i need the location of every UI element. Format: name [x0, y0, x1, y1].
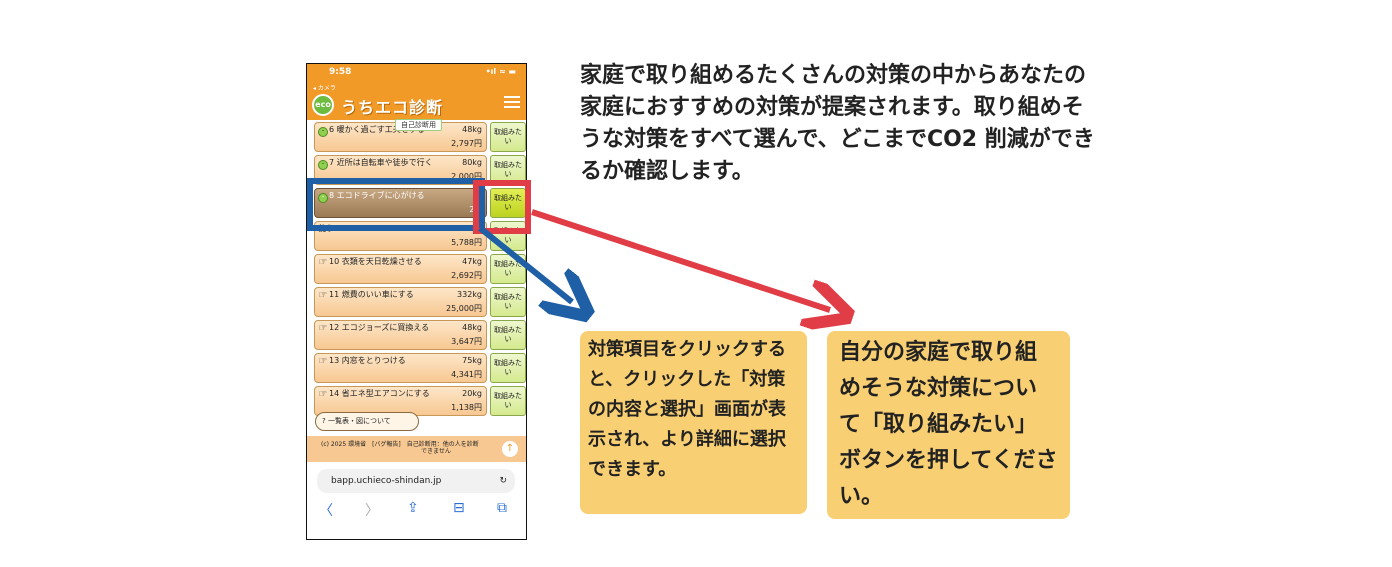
cost-saving: 2,000円: [451, 172, 482, 181]
try-button[interactable]: 取組みたい: [490, 353, 526, 383]
scroll-top-icon[interactable]: ↑: [502, 441, 518, 457]
url-bar[interactable]: bapp.uchieco-shindan.jp ↻: [317, 469, 515, 493]
reload-icon[interactable]: ↻: [499, 476, 507, 486]
app-title: うちエコ診断: [341, 98, 444, 117]
cost-saving: 25,000円: [446, 304, 482, 313]
smile-icon: ᵕ: [318, 127, 328, 137]
try-button[interactable]: 取組みたい: [490, 386, 526, 416]
measure-row: ☞12 エコジョーズに買換える 48kg 3,647円取組みたい: [310, 319, 526, 351]
cost-saving: 2,692円: [451, 271, 482, 280]
app-footer: (c) 2025 環境省 [バグ報告] 自己診断用：他の人を診断 できません ↑: [307, 436, 526, 462]
url-text: bapp.uchieco-shindan.jp: [331, 476, 442, 486]
footer-text-1: (c) 2025 環境省 [バグ報告] 自己診断用：他の人を診断: [321, 441, 479, 448]
selected-item-highlight: [307, 178, 485, 231]
co2-reduction: 48kg: [462, 125, 482, 134]
status-time: 9:58: [329, 67, 352, 77]
measure-name: 12 エコジョーズに買換える: [329, 323, 430, 332]
tabs-icon[interactable]: ⧉: [497, 500, 507, 516]
smile-icon: ᵕ: [318, 160, 328, 170]
measure-name: 8 エコドライブに心がける: [329, 191, 425, 200]
forward-icon[interactable]: 〉: [365, 503, 379, 519]
measure-name: 14 省エネ型エアコンにする: [329, 389, 430, 398]
eco-logo-icon: eco: [312, 94, 334, 116]
co2-reduction: 332kg: [457, 290, 482, 299]
self-diagnosis-tag: 自己診断用: [395, 119, 442, 131]
share-icon[interactable]: ⇪: [407, 500, 419, 516]
cost-saving: 3,647円: [451, 337, 482, 346]
callout-click-item: 対策項目をクリックすると、クリックした「対策の内容と選択」画面が表示され、より詳…: [580, 331, 807, 514]
measure-item[interactable]: ☞11 燃費のいい車にする 332kg 25,000円: [314, 287, 487, 317]
pointing-hand-icon: ☞: [318, 356, 328, 367]
measure-name: 7 近所は自転車や徒歩で行く: [329, 158, 433, 167]
try-button-highlight: [473, 180, 531, 234]
cost-saving: 4,341円: [451, 370, 482, 379]
status-bar: 9:58 •ıl ≈ ▬: [307, 64, 526, 82]
description-text: 家庭で取り組めるたくさんの対策の中からあなたの家庭におすすめの対策が提案されます…: [580, 63, 1095, 184]
pointing-hand-icon: ☞: [318, 257, 328, 268]
measure-name: 13 内窓をとりつける: [329, 356, 406, 365]
cost-saving: 2,797円: [451, 139, 482, 148]
try-button[interactable]: 取組みたい: [490, 320, 526, 350]
app-header: eco うちエコ診断: [307, 82, 526, 120]
co2-reduction: 80kg: [462, 158, 482, 167]
measure-item[interactable]: ☞13 内窓をとりつける 75kg 4,341円: [314, 353, 487, 383]
measure-item[interactable]: ☞12 エコジョーズに買換える 48kg 3,647円: [314, 320, 487, 350]
cost-saving: 1,138円: [451, 403, 482, 412]
footer-text-2: できません: [421, 448, 451, 455]
measure-row: ☞11 燃費のいい車にする 332kg 25,000円取組みたい: [310, 286, 526, 318]
co2-reduction: 20kg: [462, 389, 482, 398]
measure-name: 10 衣類を天日乾燥させる: [329, 257, 422, 266]
bookmarks-icon[interactable]: ⊟: [453, 500, 465, 516]
try-button[interactable]: 取組みたい: [490, 287, 526, 317]
measure-name: 6 暖かく過ごす工夫をする: [329, 125, 425, 134]
cost-saving: 5,788円: [451, 238, 482, 247]
overview-button[interactable]: ? 一覧表・図について: [315, 412, 419, 431]
blue-arrow: [478, 225, 572, 302]
pointing-hand-icon: ☞: [318, 389, 328, 400]
browser-nav: 〈 〉 ⇪ ⊟ ⧉: [307, 496, 526, 526]
measure-item[interactable]: ☞10 衣類を天日乾燥させる 47kg 2,692円: [314, 254, 487, 284]
co2-reduction: 48kg: [462, 323, 482, 332]
hamburger-menu-icon[interactable]: [504, 96, 520, 108]
measure-row: ☞13 内窓をとりつける 75kg 4,341円取組みたい: [310, 352, 526, 384]
status-icons: •ıl ≈ ▬: [485, 67, 516, 76]
back-icon[interactable]: 〈: [319, 503, 333, 519]
try-button[interactable]: 取組みたい: [490, 188, 526, 218]
red-arrow: [531, 209, 830, 310]
co2-reduction: 75kg: [462, 356, 482, 365]
measure-name: 11 燃費のいい車にする: [329, 290, 414, 299]
back-to-camera-link[interactable]: ◂ カメラ: [313, 85, 336, 92]
try-button[interactable]: 取組みたい: [490, 122, 526, 152]
smile-icon: ᵕ: [318, 193, 328, 203]
pointing-hand-icon: ☞: [318, 323, 328, 334]
pointing-hand-icon: ☞: [318, 290, 328, 301]
callout-try-button: 自分の家庭で取り組めそうな対策について「取り組みたい」ボタンを押してください。: [827, 331, 1070, 519]
co2-reduction: 47kg: [462, 257, 482, 266]
